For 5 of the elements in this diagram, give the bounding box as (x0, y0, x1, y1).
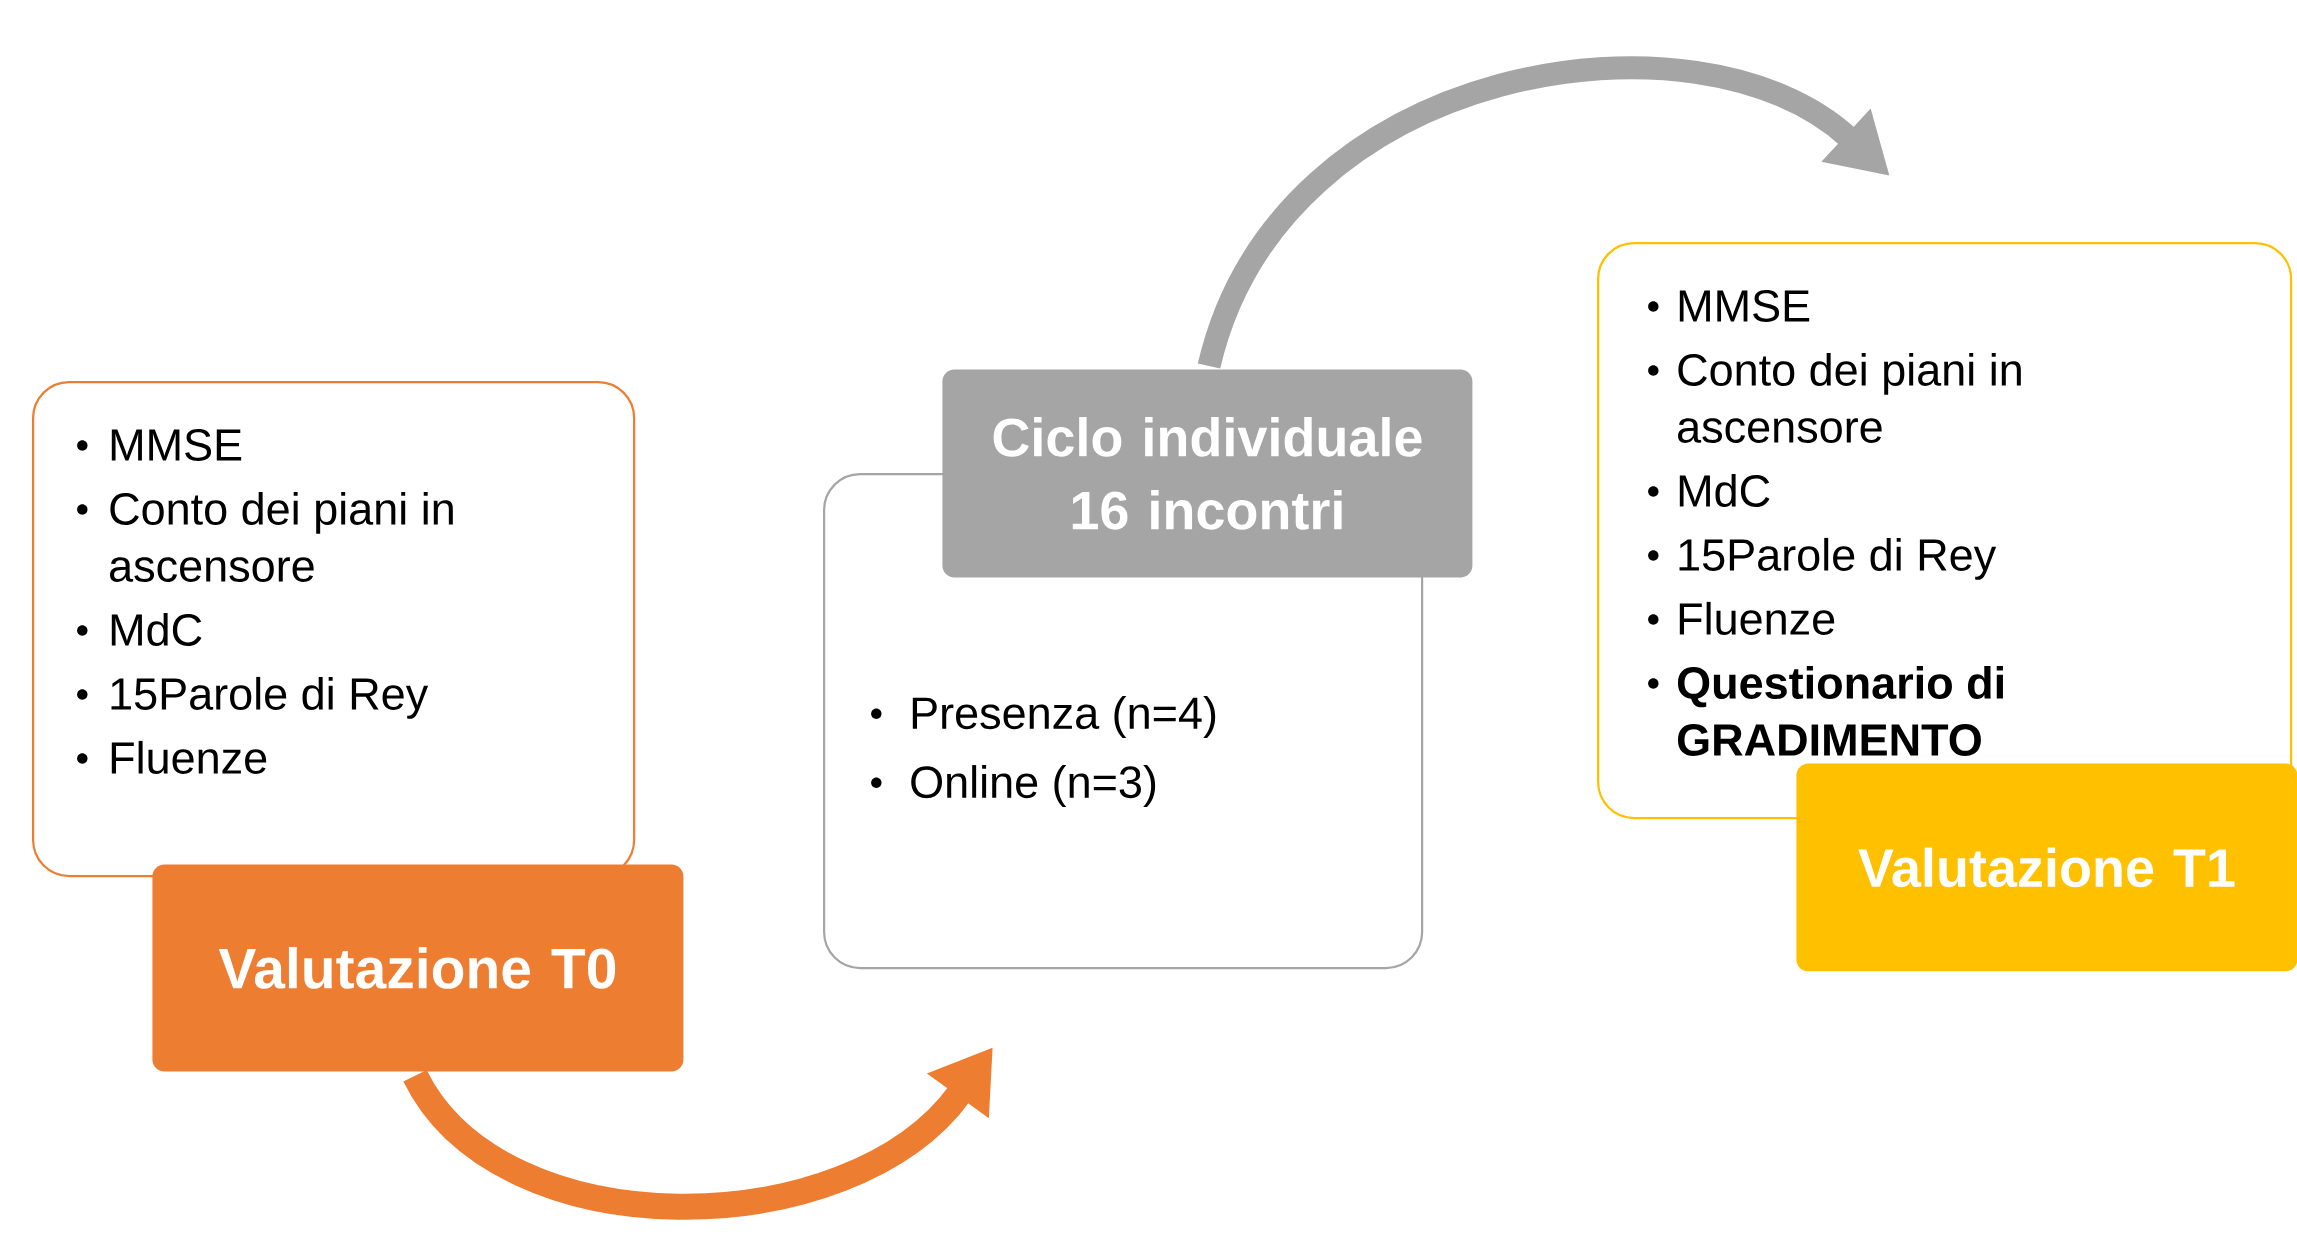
header-box: Valutazione T1 (1796, 763, 2297, 972)
list-card: MMSE Conto dei piani in ascensore MdC 15Parole di Rey Fluenze (32, 381, 636, 878)
list-card: MMSE Conto dei piani in ascensore MdC 15Parole di Rey Fluenze Questionario di GRADIMENTO (1597, 242, 2293, 820)
header-box: Valutazione T0 (152, 864, 684, 1072)
header-box: Ciclo individuale 16 incontri (942, 369, 1473, 578)
